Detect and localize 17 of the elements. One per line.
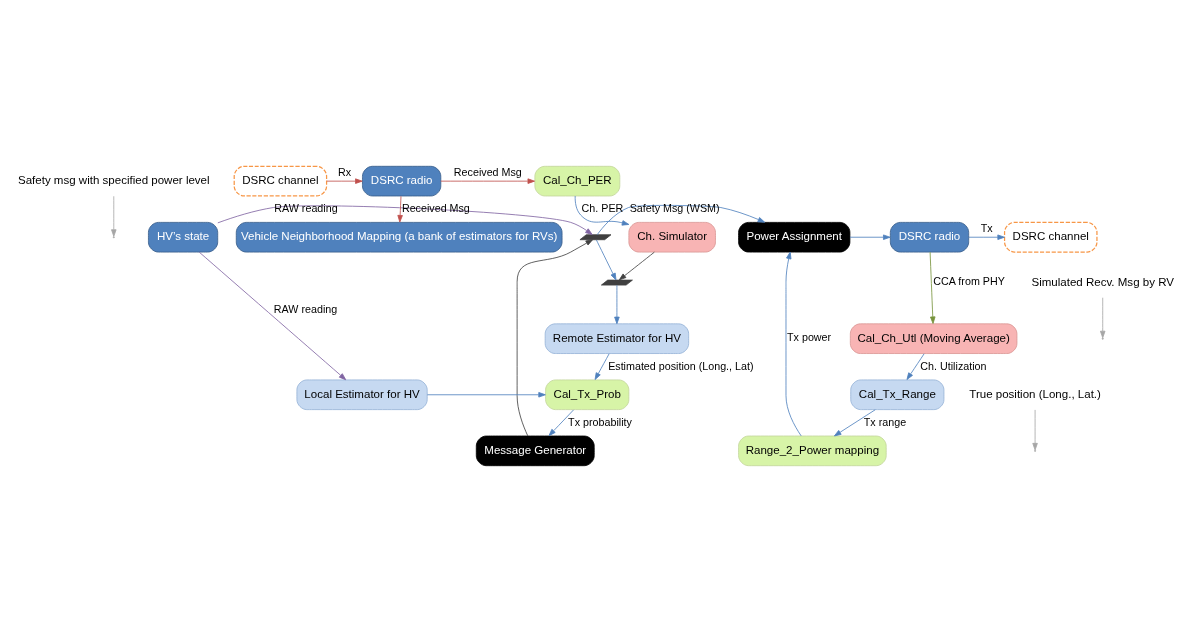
edge-label: Tx power <box>787 331 832 344</box>
edge-label: Rx <box>337 165 352 178</box>
edge-label: Safety Msg (WSM) <box>629 201 720 214</box>
edge-label: Received Msg <box>453 165 522 178</box>
node-text: Simulated Recv. Msg by RV <box>1031 275 1174 288</box>
edge-label: Estimated position (Long., Lat) <box>608 359 754 372</box>
node-text: True position (Long., Lat.) <box>969 387 1101 400</box>
edge-label: Ch. Utilization <box>920 359 987 372</box>
edge-label: Tx <box>980 221 993 234</box>
edge-label: Received Msg <box>401 201 470 214</box>
edge-label: RAW reading <box>274 201 338 214</box>
node-text: Safety msg with specified power level <box>17 174 210 187</box>
edge-label: Ch. PER <box>581 201 624 214</box>
edge-label: Tx range <box>863 415 907 428</box>
edge-label: Tx probability <box>568 415 632 428</box>
edge-label: CCA from PHY <box>933 275 1005 288</box>
edge-label: RAW reading <box>273 303 338 316</box>
